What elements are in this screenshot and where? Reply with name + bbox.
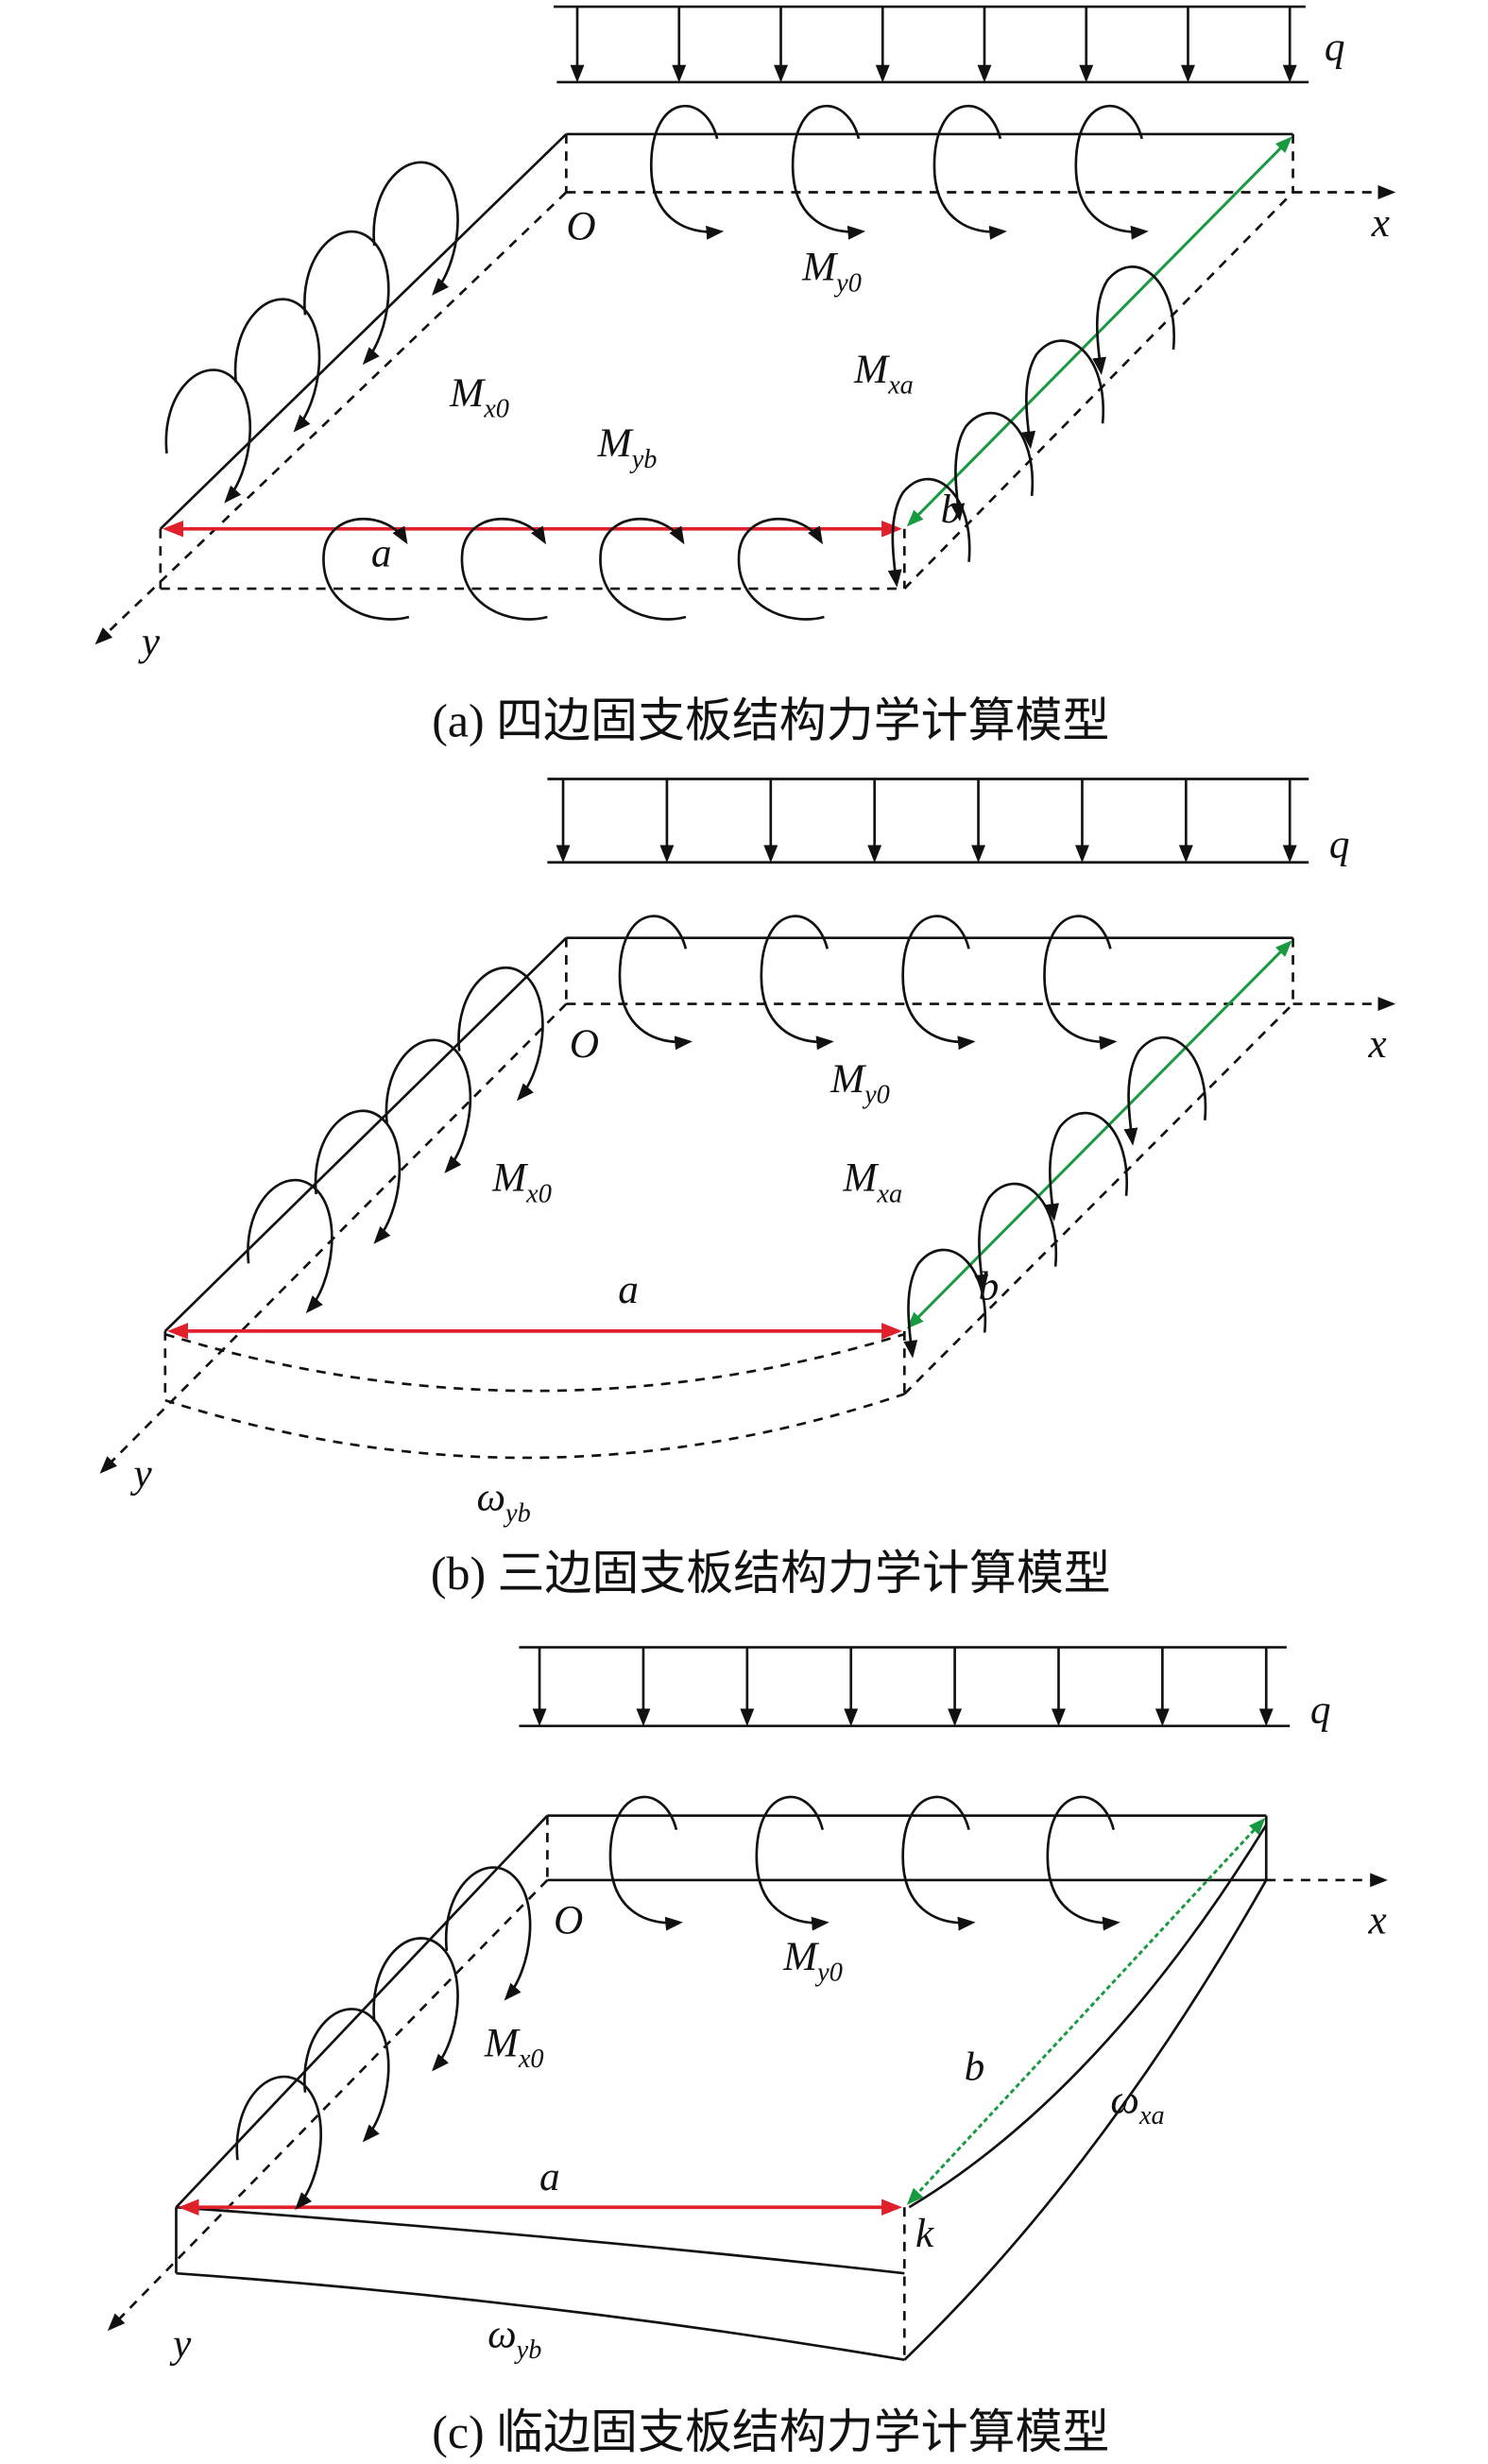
y-axis: [99, 1002, 568, 1474]
moment-arrow-back: [755, 1795, 830, 1931]
y-axis: [107, 1879, 549, 2332]
deflection-right-bottom: [903, 1879, 1268, 2361]
moment-arrow-right: [950, 411, 1035, 522]
moment-arrow-left: [164, 368, 251, 504]
deflection-curve-top: [164, 1332, 905, 1393]
moment-arrow-left: [385, 1038, 472, 1173]
panel-b: q O x y a b My0 Mx0 Mxa ωyb (b) 三边固支板结构力…: [99, 778, 1396, 1600]
label-My0: My0: [782, 1934, 843, 1988]
moment-arrow-right: [887, 477, 971, 588]
moment-arrow-back: [618, 915, 693, 1051]
moment-arrow-left: [247, 1178, 334, 1314]
deflection-curve-bottom: [164, 1393, 905, 1460]
dimension-b-arrow: [906, 940, 1292, 1329]
moment-arrow-left: [372, 1937, 459, 2072]
label-omega-xa: ωxa: [1110, 2077, 1164, 2130]
moment-arrow-back: [932, 104, 1007, 240]
label-a: a: [371, 531, 392, 576]
label-Mx0: Mx0: [484, 2020, 544, 2074]
deflection-front-bottom: [176, 2271, 905, 2362]
dashed-right-bottom: [903, 191, 1294, 590]
label-a: a: [539, 2154, 560, 2199]
caption-a: (a) 四边固支板结构力学计算模型: [432, 694, 1109, 747]
label-My0: My0: [830, 1056, 890, 1110]
moment-arrow-front: [322, 518, 410, 621]
moment-arrow-left: [235, 2075, 322, 2211]
moment-arrow-right: [903, 1248, 987, 1359]
caption-c: (c) 临边固支板结构力学计算模型: [432, 2405, 1109, 2458]
label-x: x: [1367, 1898, 1386, 1943]
moment-arrow-front: [599, 518, 687, 621]
plate-left-edge: [163, 936, 568, 1332]
load-arrows: [570, 7, 1297, 83]
label-My0: My0: [801, 245, 862, 299]
label-x: x: [1367, 1021, 1386, 1067]
panel-c: q O x y a b k My0 Mx0 ωxa ωyb (c) 临边固支板结…: [107, 1646, 1388, 2458]
panel-a: q O x y a b My0 Mx0 Mxa Myb (a) 四边固支板结构力…: [94, 5, 1396, 747]
label-a: a: [618, 1267, 639, 1312]
moment-arrow-right: [1092, 265, 1175, 375]
label-omega-yb: ωyb: [487, 2311, 541, 2365]
label-Mxa: Mxa: [842, 1155, 902, 1209]
moment-arrow-front: [460, 518, 548, 621]
label-Myb: Myb: [597, 420, 658, 474]
label-q: q: [1325, 25, 1345, 70]
moment-arrow-left: [303, 230, 390, 366]
moment-arrow-right: [1123, 1035, 1207, 1146]
label-x: x: [1371, 200, 1390, 246]
moment-arrow-front: [737, 518, 825, 621]
dimension-b-arrow: [906, 1818, 1266, 2205]
moment-arrow-back: [791, 104, 866, 240]
moment-arrow-left: [444, 1866, 532, 2001]
moment-arrow-back: [1074, 104, 1149, 240]
y-axis: [94, 191, 568, 645]
moment-arrow-right: [1045, 1111, 1129, 1222]
dashed-right-bottom: [903, 1002, 1294, 1395]
label-b: b: [965, 2044, 985, 2089]
moment-arrow-right: [1021, 339, 1105, 450]
label-Mx0: Mx0: [491, 1155, 552, 1209]
caption-b: (b) 三边固支板结构力学计算模型: [431, 1547, 1111, 1600]
moment-arrow-back: [760, 915, 834, 1051]
dimension-b-arrow: [906, 136, 1292, 527]
moment-arrow-left: [303, 2008, 390, 2143]
label-origin: O: [566, 203, 595, 248]
moment-arrow-left: [457, 966, 544, 1102]
moment-arrow-back: [901, 915, 976, 1051]
label-y: y: [169, 2320, 192, 2366]
label-q: q: [1310, 1686, 1331, 1732]
load-arrows: [556, 779, 1297, 864]
moment-arrow-back: [649, 104, 725, 240]
label-omega-yb: ωyb: [476, 1475, 530, 1529]
label-y: y: [130, 1451, 153, 1497]
label-Mx0: Mx0: [449, 370, 509, 424]
deflection-right-top: [908, 1823, 1268, 2209]
label-q: q: [1329, 822, 1350, 867]
moment-arrow-left: [314, 1109, 402, 1244]
deflection-front-top: [176, 2205, 905, 2275]
label-k: k: [915, 2211, 934, 2256]
moment-arrow-back: [608, 1795, 683, 1931]
label-Mxa: Mxa: [853, 347, 914, 401]
label-origin: O: [554, 1898, 583, 1943]
plate-left-edge: [159, 132, 568, 530]
moment-arrow-left: [233, 298, 321, 433]
moment-arrow-back: [1043, 915, 1118, 1051]
moment-arrow-back: [901, 1795, 976, 1931]
label-origin: O: [570, 1021, 599, 1067]
moment-arrow-back: [1046, 1795, 1120, 1931]
label-y: y: [138, 619, 161, 664]
moment-arrow-right: [974, 1182, 1058, 1292]
moment-arrow-left: [372, 161, 459, 296]
load-arrows: [532, 1647, 1274, 1727]
